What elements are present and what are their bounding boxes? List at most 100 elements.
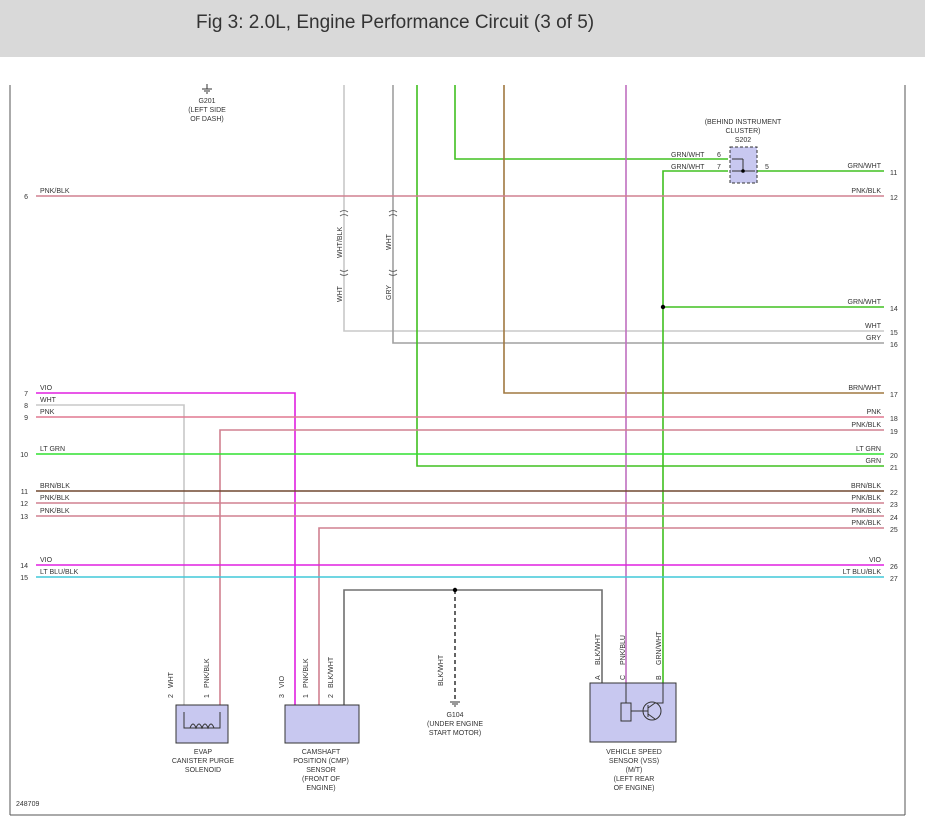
right-pin-number: 14 [890, 306, 898, 313]
left-wire-label: VIO [40, 385, 53, 392]
cmp-pin-a-num: 3 [279, 694, 286, 698]
label-gry: GRY [386, 285, 393, 300]
ground-g104-loc2: START MOTOR) [429, 730, 481, 737]
right-connector-pins: 11GRN/WHT12PNK/BLK14GRN/WHT15WHT16GRY17B… [843, 163, 898, 583]
right-wire-label: BRN/BLK [851, 483, 881, 490]
splice-dot-grn-wht [660, 304, 666, 310]
right-pin-number: 18 [890, 416, 898, 423]
cmp-line-2: POSITION (CMP) [293, 758, 349, 765]
splice-node [741, 169, 745, 173]
splice-in2-color: GRN/WHT [671, 164, 705, 171]
evap-line-2: CANISTER PURGE [172, 758, 235, 765]
right-wire-label: PNK/BLK [851, 422, 881, 429]
left-pin-number: 7 [24, 391, 28, 398]
right-wire-label: PNK/BLK [851, 188, 881, 195]
left-wire-label: PNK [40, 409, 55, 416]
ground-g104: BLK/WHT G104 (UNDER ENGINE START MOTOR) [427, 654, 483, 737]
left-wire-label: PNK/BLK [40, 508, 70, 515]
left-pin-number: 8 [24, 403, 28, 410]
splice-loc2: CLUSTER) [725, 128, 760, 135]
vss-line-5: OF ENGINE) [614, 785, 655, 792]
vss-line-3: (M/T) [626, 767, 643, 774]
wire-pnk-blk-19 [219, 429, 884, 705]
left-pin-number: 11 [21, 489, 28, 496]
splice-name: S202 [735, 137, 751, 144]
ground-g201-loc1: (LEFT SIDE [188, 107, 226, 114]
right-pin-number: 16 [890, 342, 898, 349]
vss-body [589, 682, 677, 743]
cmp-body [284, 704, 360, 744]
right-wire-label: VIO [869, 557, 882, 564]
splice-dot-ground [452, 587, 458, 593]
cmp-pin-c-color: BLK/WHT [328, 656, 335, 688]
right-pin-number: 23 [890, 502, 898, 509]
splice-loc1: (BEHIND INSTRUMENT [705, 119, 782, 126]
left-wire-label: LT BLU/BLK [40, 569, 79, 576]
cmp-pin-c-num: 2 [328, 694, 335, 698]
figure-header: Fig 3: 2.0L, Engine Performance Circuit … [0, 0, 925, 57]
vss-line-1: VEHICLE SPEED [606, 749, 662, 756]
right-pin-number: 12 [890, 195, 898, 202]
evap-pin-a-num: 2 [168, 694, 175, 698]
left-wire-label: BRN/BLK [40, 483, 70, 490]
left-wire-label: PNK/BLK [40, 188, 70, 195]
splice-out-pin: 5 [765, 164, 769, 171]
left-wire-label: LT GRN [40, 446, 65, 453]
wires [36, 85, 884, 705]
break-marker [339, 269, 349, 276]
right-pin-number: 17 [890, 392, 898, 399]
right-wire-label: LT BLU/BLK [843, 569, 882, 576]
break-marker [339, 210, 349, 217]
evap-line-1: EVAP [194, 749, 212, 756]
right-wire-label: PNK [867, 409, 882, 416]
wire-grn-vertical [416, 85, 884, 467]
cmp-line-5: ENGINE) [306, 785, 335, 792]
left-pin-number: 6 [24, 194, 28, 201]
wire-blk-wht-ground [343, 589, 603, 705]
wire-vio-7 [36, 392, 296, 705]
splice-in1-pin: 6 [717, 152, 721, 159]
evap-pin-a-color: WHT [168, 671, 175, 688]
right-wire-label: PNK/BLK [851, 508, 881, 515]
right-wire-label: PNK/BLK [851, 495, 881, 502]
vss-pin-c-color: PNK/BLU [620, 635, 627, 665]
left-wire-label: WHT [40, 397, 57, 404]
ground-g104-loc1: (UNDER ENGINE [427, 721, 483, 728]
cmp-line-4: (FRONT OF [302, 776, 340, 783]
ground-g201-name: G201 [198, 98, 215, 105]
right-wire-label: GRN/WHT [848, 299, 882, 306]
right-pin-number: 20 [890, 453, 898, 460]
evap-line-3: SOLENOID [185, 767, 221, 774]
vss-pin-c-num: C [620, 675, 627, 680]
right-wire-label: WHT [865, 323, 882, 330]
splice-in2-pin: 7 [717, 164, 721, 171]
cmp-line-3: SENSOR [306, 767, 336, 774]
right-pin-number: 15 [890, 330, 898, 337]
label-wht-bottom: WHT [337, 285, 344, 302]
wire-break-markers [339, 210, 398, 276]
label-wht-top: WHT [386, 233, 393, 250]
cmp-pin-b-num: 1 [303, 694, 310, 698]
component-cmp-sensor: 3 VIO 1 PNK/BLK 2 BLK/WHT CAMSHAFT POSIT… [279, 656, 360, 792]
left-pin-number: 13 [20, 514, 28, 521]
left-pin-number: 9 [24, 415, 28, 422]
g104-wire-color: BLK/WHT [438, 654, 445, 686]
right-pin-number: 24 [890, 515, 898, 522]
evap-pin-b-num: 1 [204, 694, 211, 698]
cmp-line-1: CAMSHAFT [302, 749, 341, 756]
right-wire-label: BRN/WHT [848, 385, 881, 392]
right-pin-number: 25 [890, 527, 898, 534]
wire-gry-vertical [392, 85, 884, 344]
wire-wht-vertical [343, 85, 884, 332]
right-wire-label: GRN/WHT [848, 163, 882, 170]
evap-coil-icon [183, 712, 221, 730]
vss-line-4: (LEFT REAR [614, 776, 655, 783]
splice-in1-color: GRN/WHT [671, 152, 705, 159]
right-pin-number: 19 [890, 429, 898, 436]
evap-pin-b-color: PNK/BLK [204, 658, 211, 688]
cmp-pin-a-color: VIO [279, 675, 286, 688]
vss-transistor-leads [631, 683, 664, 720]
left-pin-number: 15 [20, 575, 28, 582]
left-wire-label: VIO [40, 557, 53, 564]
